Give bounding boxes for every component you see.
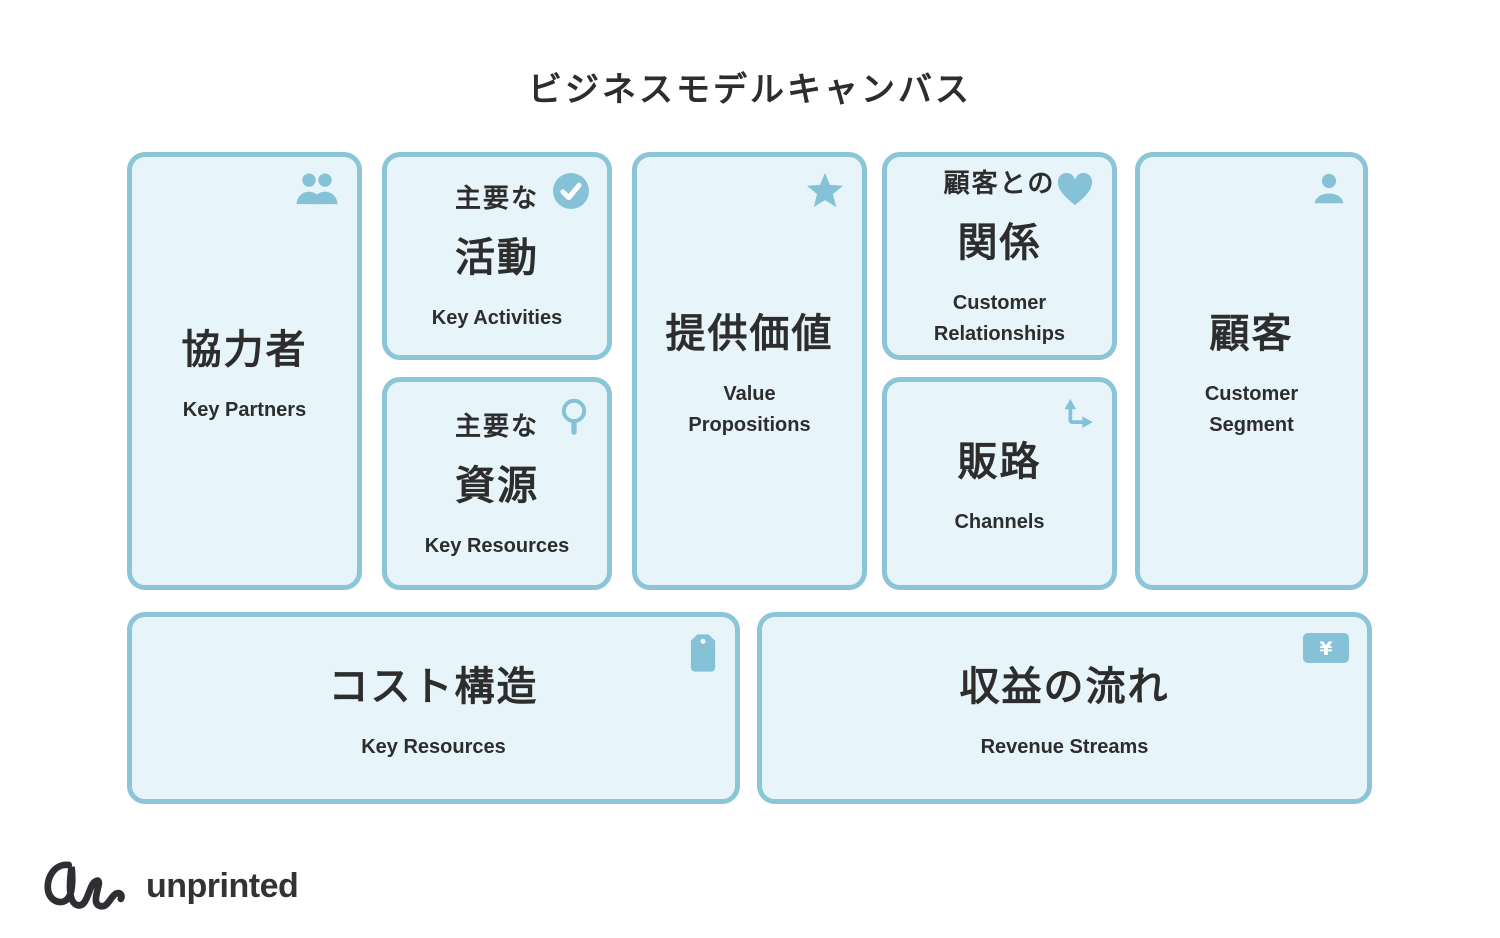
box-title-jp: 顧客 [1209, 312, 1294, 356]
box-title-en: Customer Relationships [933, 291, 1066, 345]
box-title-en: Key Partners [182, 398, 307, 421]
magnifier-icon [559, 398, 589, 438]
box-subtitle-jp: 主要な [454, 183, 539, 213]
box-title-en: Key Activities [431, 307, 563, 329]
box-title-jp: 協力者 [181, 327, 308, 372]
banknote-yen-icon: ¥ [1303, 633, 1349, 663]
box-title-jp: 資源 [455, 463, 539, 508]
heart-icon [1056, 172, 1094, 207]
box-key-activities: 主要な 活動 Key Activities [382, 152, 612, 360]
page-title: ビジネスモデルキャンバス [528, 71, 972, 109]
branch-arrow-icon [1060, 398, 1094, 428]
people-icon [295, 173, 339, 205]
box-channels: 販路 Channels [882, 377, 1117, 590]
box-key-partners: 協力者 Key Partners [127, 152, 362, 590]
box-key-resources: 主要な 資源 Key Resources [382, 377, 612, 590]
box-title-en: Value Propositions [688, 383, 811, 436]
box-title-jp: コスト構造 [328, 664, 539, 709]
box-customer-relationships: 顧客との 関係 Customer Relationships [882, 152, 1117, 360]
box-cost-structure: コスト構造 Key Resources [127, 612, 740, 804]
box-value-propositions: 提供価値 Value Propositions [632, 152, 867, 590]
box-title-jp: 活動 [455, 236, 539, 280]
unprinted-logo: unprinted [40, 852, 299, 920]
box-title-jp: 関係 [957, 220, 1042, 265]
unprinted-logo-mark [40, 852, 128, 920]
box-title-jp: 提供価値 [665, 312, 834, 356]
star-icon [806, 173, 844, 209]
box-title-en: Key Resources [424, 534, 570, 557]
box-title-jp: 販路 [957, 440, 1042, 484]
box-title-en: Key Resources [361, 735, 506, 758]
box-revenue-streams: ¥ 収益の流れ Revenue Streams [757, 612, 1372, 804]
box-subtitle-jp: 顧客との [943, 167, 1056, 198]
person-icon [1313, 173, 1345, 205]
box-customer-segment: 顧客 Customer Segment [1135, 152, 1368, 590]
box-subtitle-jp: 主要な [454, 410, 539, 441]
box-title-en: Customer Segment [1204, 383, 1299, 436]
yen-symbol: ¥ [1319, 638, 1332, 660]
box-title-jp: 収益の流れ [959, 664, 1170, 709]
box-title-en: Channels [954, 511, 1045, 533]
check-circle-icon [553, 173, 589, 209]
box-title-en: Revenue Streams [980, 735, 1149, 758]
unprinted-wordmark: unprinted [146, 866, 299, 905]
price-tag-icon [689, 633, 717, 673]
